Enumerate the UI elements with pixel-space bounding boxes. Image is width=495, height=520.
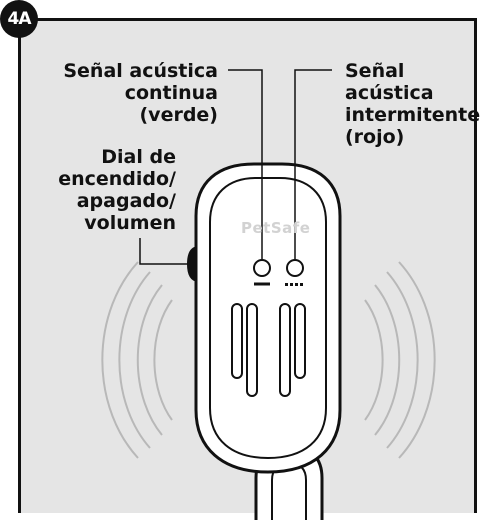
label-intermittent-signal: Señal acústica intermitente (rojo) <box>345 60 485 148</box>
sound-wave-icon <box>136 284 163 436</box>
label-continuous-signal: Señal acústica continua (verde) <box>40 60 218 126</box>
frame-top-rule <box>36 18 477 21</box>
label-line: intermitente <box>345 104 481 126</box>
label-line: acústica <box>345 82 434 104</box>
label-line: (verde) <box>139 104 219 126</box>
label-line: Dial de <box>101 146 176 168</box>
label-line: Señal acústica <box>63 60 218 82</box>
sound-waves-left-icon <box>101 261 173 459</box>
figure-badge: 4A <box>0 0 38 38</box>
grille-slot-icon <box>246 303 258 397</box>
grille-slot-icon <box>279 303 291 397</box>
sound-wave-icon <box>101 261 139 459</box>
brand-logo: PetSafe <box>241 219 311 237</box>
leader-lines <box>139 69 332 265</box>
label-line: Señal <box>345 60 405 82</box>
speaker-grille <box>231 303 306 397</box>
intermittent-signal-icon <box>285 283 303 286</box>
grille-slot-icon <box>231 303 243 379</box>
led-icon <box>286 259 304 277</box>
sound-wave-icon <box>398 261 436 459</box>
sound-wave-icon <box>364 299 384 421</box>
label-power-volume-dial: Dial de encendido/ apagado/ volumen <box>20 146 176 234</box>
leader-dial <box>139 238 188 265</box>
grille-slot-icon <box>294 303 306 379</box>
receiver-face-panel <box>209 177 327 460</box>
sound-wave-icon <box>153 299 173 421</box>
sound-waves-right-icon <box>364 261 436 459</box>
label-line: apagado/ <box>76 190 176 212</box>
leader-continuous <box>228 69 263 260</box>
sound-wave-icon <box>118 271 151 449</box>
sound-wave-icon <box>386 271 419 449</box>
led-icon <box>253 259 271 277</box>
label-line: encendido/ <box>58 168 176 190</box>
label-line: continua <box>124 82 218 104</box>
leader-intermittent <box>294 69 332 260</box>
label-line: volumen <box>84 212 176 234</box>
sound-wave-icon <box>374 284 401 436</box>
label-line: (rojo) <box>345 126 405 148</box>
